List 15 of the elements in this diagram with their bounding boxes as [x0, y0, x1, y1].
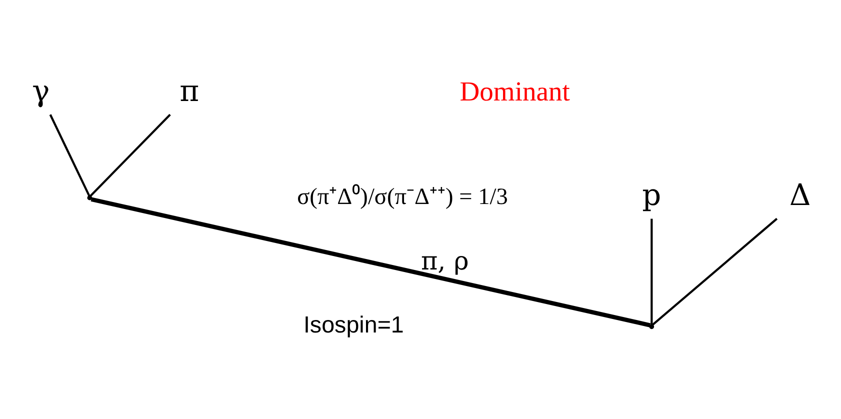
node-text: Δ — [789, 178, 811, 214]
node-point — [649, 324, 654, 330]
connector — [90, 114, 171, 197]
connector — [90, 197, 651, 328]
label: Dominant — [460, 76, 570, 107]
edge-label: π, ρ — [420, 246, 469, 276]
node-text: p — [642, 178, 662, 214]
connector — [49, 114, 90, 196]
node-text: γ — [32, 74, 50, 110]
node-point — [87, 195, 92, 200]
label: Isospin=1 — [303, 312, 404, 338]
connector — [652, 218, 778, 326]
connector — [650, 218, 653, 325]
label: σ(π⁺Δ⁰)/σ(π⁻Δ⁺⁺) = 1/3 — [297, 184, 508, 210]
node-text: π — [180, 74, 200, 110]
